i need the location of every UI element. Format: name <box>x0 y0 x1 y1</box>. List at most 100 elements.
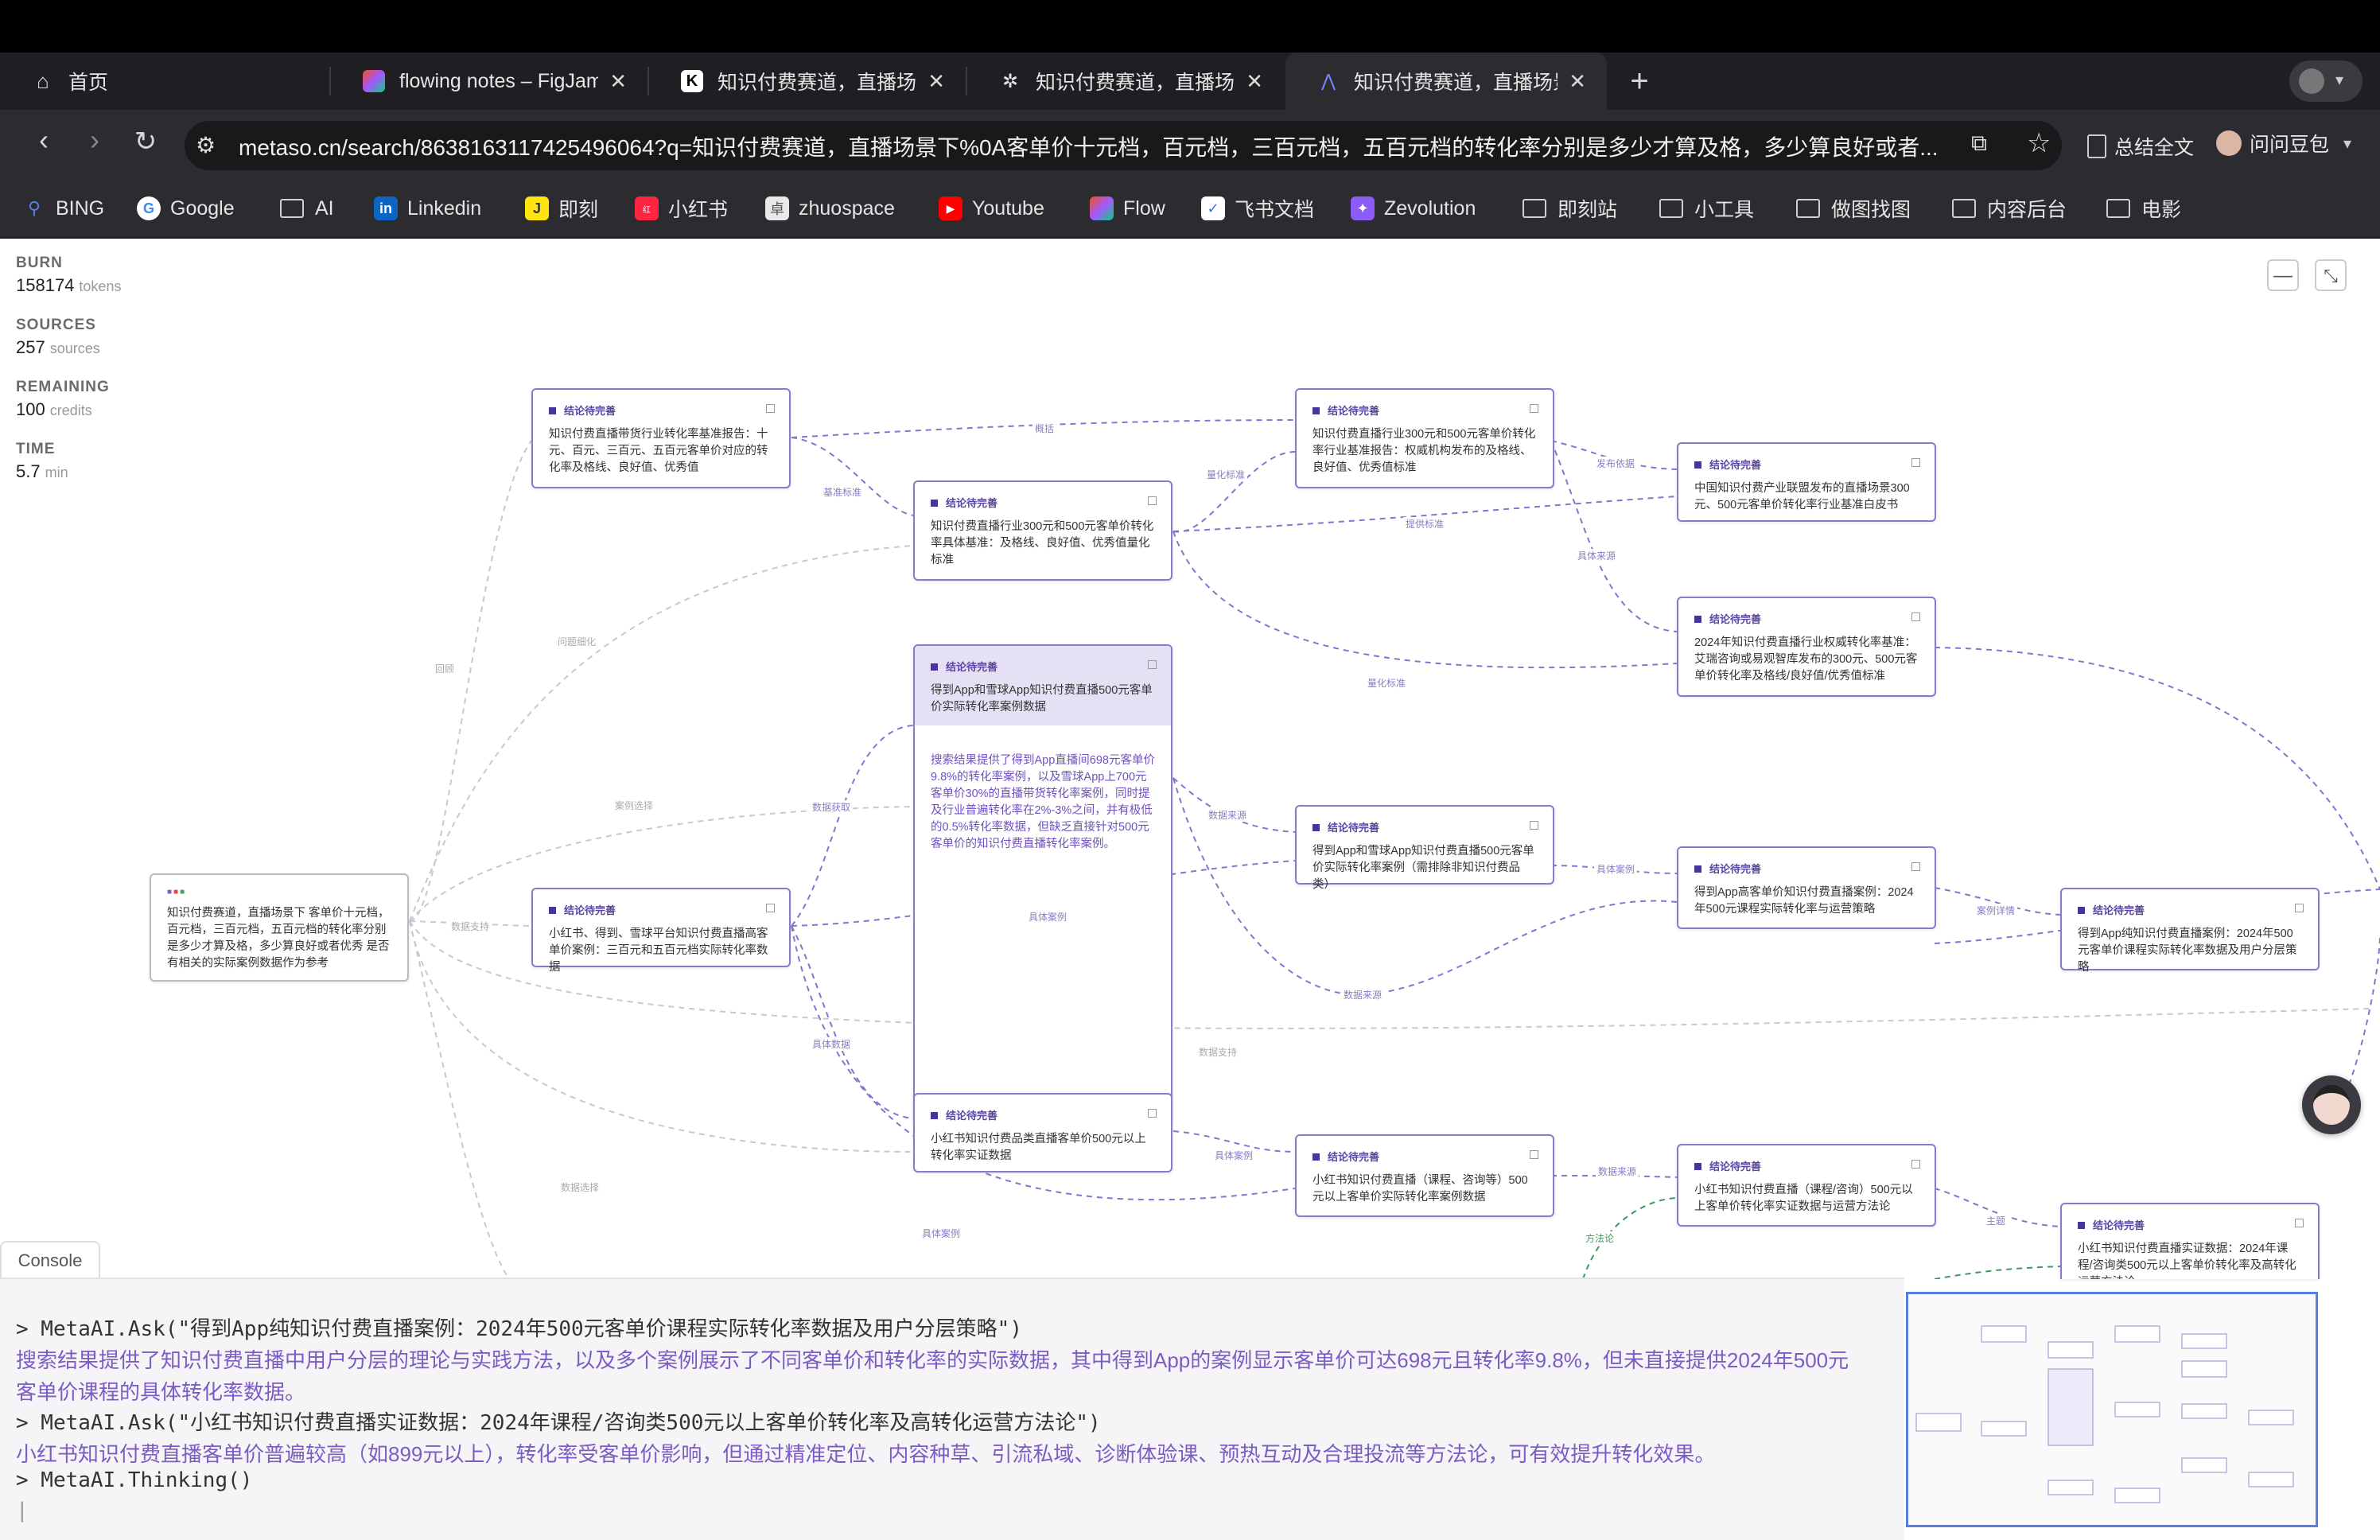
expand-icon[interactable] <box>1530 1150 1538 1159</box>
tab-home[interactable]: ⌂ 首页 <box>0 52 329 110</box>
summarize-button[interactable]: 总结全文 <box>2087 132 2194 161</box>
bookmark-feishu[interactable]: ✓飞书文档 <box>1201 192 1314 224</box>
close-icon[interactable]: ✕ <box>928 68 945 93</box>
bookmark-images[interactable]: 做图找图 <box>1796 192 1911 224</box>
expand-icon[interactable] <box>1530 404 1538 413</box>
edge-label: 数据来源 <box>1206 808 1250 822</box>
sources-number: 257 <box>16 337 45 357</box>
node-xhs-methodology[interactable]: 结论待完善 小红书知识付费直播（课程/咨询）500元以上客单价转化率实证数据与运… <box>1677 1144 1936 1227</box>
mindmap-canvas[interactable]: ■■■ 知识付费赛道，直播场景下 客单价十元档，百元档，三百元档，五百元档的转化… <box>0 237 2380 1279</box>
expand-icon[interactable] <box>1911 458 1920 467</box>
console-tab[interactable]: Console <box>0 1241 100 1279</box>
bookmark-label: 内容后台 <box>1987 199 2067 221</box>
avatar-icon <box>2299 68 2324 94</box>
expand-icon[interactable] <box>2295 1219 2304 1227</box>
edge-label: 数据选择 <box>558 1180 602 1194</box>
time-unit: min <box>45 465 68 480</box>
minimap[interactable] <box>1906 1292 2318 1527</box>
node-industry-report[interactable]: 结论待完善 知识付费直播带货行业转化率基准报告：十元、百元、三百元、五百元客单价… <box>531 388 791 488</box>
root-question-node[interactable]: ■■■ 知识付费赛道，直播场景下 客单价十元档，百元档，三百元档，五百元档的转化… <box>150 873 409 982</box>
node-text: 小红书知识付费直播（课程、咨询等）500元以上客单价实际转化率案例数据 <box>1312 1174 1528 1204</box>
close-icon[interactable]: ✕ <box>1569 68 1586 93</box>
doubao-button[interactable]: 问问豆包 ▾ <box>2216 129 2351 158</box>
bookmark-xiaohongshu[interactable]: 红小红书 <box>635 192 728 224</box>
bookmark-flow[interactable]: Flow <box>1090 192 1165 224</box>
expand-icon[interactable] <box>766 904 775 912</box>
bookmark-bing[interactable]: ⚲BING <box>22 192 104 224</box>
bookmark-tools[interactable]: 小工具 <box>1659 192 1754 224</box>
close-icon[interactable]: ✕ <box>609 68 627 93</box>
root-dots-icon: ■■■ <box>167 888 187 896</box>
expand-icon[interactable] <box>1148 496 1157 505</box>
new-tab-button[interactable]: + <box>1630 64 1649 99</box>
expand-icon[interactable] <box>1911 1160 1920 1169</box>
node-dedao-pure-case[interactable]: 结论待完善 得到App纯知识付费直播案例：2024年500元客单价课程实际转化率… <box>2060 888 2320 974</box>
tab-figjam[interactable]: flowing notes – FigJam ✕ <box>331 52 648 110</box>
bookmark-label: 小红书 <box>668 199 729 221</box>
close-icon[interactable]: ✕ <box>1246 68 1263 93</box>
expand-icon[interactable] <box>1911 612 1920 621</box>
node-300-500-benchmark[interactable]: 结论待完善 知识付费直播行业300元和500元客单价转化率具体基准：及格线、良好… <box>913 480 1172 581</box>
expand-icon[interactable] <box>766 404 775 413</box>
edge-label: 发布依据 <box>1594 457 1638 470</box>
collapse-icon[interactable]: ⤡ <box>2315 259 2347 291</box>
minimize-button[interactable]: — <box>2267 259 2299 291</box>
bookmark-ai[interactable]: AI <box>280 192 334 224</box>
remaining-label: REMAINING <box>16 379 110 395</box>
back-button[interactable]: ‹ <box>39 123 49 156</box>
console-cursor[interactable]: | <box>16 1499 29 1522</box>
bookmark-star-icon[interactable]: ☆ <box>2027 128 2051 158</box>
node-dedao-xueqiu-expanded[interactable]: 结论待完善 得到App和雪球App知识付费直播500元客单价实际转化率案例数据 … <box>913 644 1172 1125</box>
expand-icon[interactable] <box>1148 660 1157 669</box>
edge-label: 概括 <box>1032 422 1057 435</box>
profile-menu-button[interactable]: ▾ <box>2289 60 2362 102</box>
url-text[interactable]: metaso.cn/search/8638163117425496064?q=知… <box>239 135 1939 160</box>
node-xhs-2024-evidence[interactable]: 结论待完善 小红书知识付费直播实证数据：2024年课程/咨询类500元以上客单价… <box>2060 1203 2320 1279</box>
tab-search-k[interactable]: K 知识付费赛道，直播场景 ✕ <box>649 52 966 110</box>
node-status: 结论待完善 <box>931 659 998 674</box>
reload-button[interactable]: ↻ <box>134 126 158 157</box>
bookmark-backend[interactable]: 内容后台 <box>1952 192 2067 224</box>
node-text: 得到App高客单价知识付费直播案例：2024年500元课程实际转化率与运营策略 <box>1694 886 1914 916</box>
forward-button[interactable]: › <box>90 123 99 156</box>
expand-icon[interactable] <box>2295 904 2304 912</box>
node-xhs-course-cases[interactable]: 结论待完善 小红书知识付费直播（课程、咨询等）500元以上客单价实际转化率案例数… <box>1295 1134 1554 1217</box>
node-alliance-whitepaper[interactable]: 结论待完善 中国知识付费产业联盟发布的直播场景300元、500元客单价转化率行业… <box>1677 442 1936 522</box>
address-bar[interactable] <box>185 121 2062 170</box>
node-2024-authority[interactable]: 结论待完善 2024年知识付费直播行业权威转化率基准：艾瑞咨询或易观智库发布的3… <box>1677 597 1936 697</box>
tab-title: 知识付费赛道，直播场景 <box>1354 72 1558 94</box>
node-authority-report[interactable]: 结论待完善 知识付费直播行业300元和500元客单价转化率行业基准报告：权威机构… <box>1295 388 1554 488</box>
edge-label: 提供标准 <box>1403 517 1447 531</box>
node-platform-cases[interactable]: 结论待完善 小红书、得到、雪球平台知识付费直播高客单价案例：三百元和五百元档实际… <box>531 888 791 974</box>
node-text: 知识付费直播行业300元和500元客单价转化率行业基准报告：权威机构发布的及格线… <box>1312 428 1536 474</box>
burn-unit: tokens <box>79 278 122 294</box>
assistant-avatar-button[interactable] <box>2302 1075 2361 1134</box>
node-text: 2024年知识付费直播行业权威转化率基准：艾瑞咨询或易观智库发布的300元、50… <box>1694 636 1918 682</box>
bookmarks-bar <box>0 181 2380 239</box>
tab-search-metaso[interactable]: ⋀ 知识付费赛道，直播场景 ✕ <box>1285 52 1607 110</box>
bookmark-youtube[interactable]: ▶Youtube <box>939 192 1044 224</box>
expand-icon[interactable] <box>1530 821 1538 830</box>
edge <box>1934 1188 2061 1227</box>
edge <box>1172 451 1296 533</box>
expand-icon[interactable] <box>1148 1109 1157 1118</box>
expand-icon[interactable] <box>1911 862 1920 871</box>
node-xhs-500-evidence[interactable]: 结论待完善 小红书知识付费品类直播客单价500元以上转化率实证数据 <box>913 1093 1172 1172</box>
bookmark-zevolution[interactable]: ✦Zevolution <box>1351 192 1476 224</box>
home-icon: ⌂ <box>37 68 49 93</box>
bookmark-jikezhan[interactable]: 即刻站 <box>1522 192 1617 224</box>
open-external-icon[interactable]: ⧉ <box>1971 130 1987 155</box>
tab-search-openai[interactable]: ✲ 知识付费赛道，直播场景 ✕ <box>967 52 1284 110</box>
node-dedao-xueqiu-filtered[interactable]: 结论待完善 得到App和雪球App知识付费直播500元客单价实际转化率案例（需排… <box>1295 805 1554 891</box>
console-line: > MetaAI.Ask("小红书知识付费直播实证数据：2024年课程/咨询类5… <box>16 1411 1101 1435</box>
edge <box>791 725 914 927</box>
bookmark-movies[interactable]: 电影 <box>2106 192 2181 224</box>
bookmark-label: Youtube <box>972 196 1044 220</box>
node-dedao-high-ticket[interactable]: 结论待完善 得到App高客单价知识付费直播案例：2024年500元课程实际转化率… <box>1677 846 1936 929</box>
node-summary: 搜索结果提供了得到App直播间698元客单价9.8%的转化率案例，以及雪球App… <box>931 754 1155 850</box>
site-settings-icon[interactable]: ⚙ <box>196 133 216 158</box>
